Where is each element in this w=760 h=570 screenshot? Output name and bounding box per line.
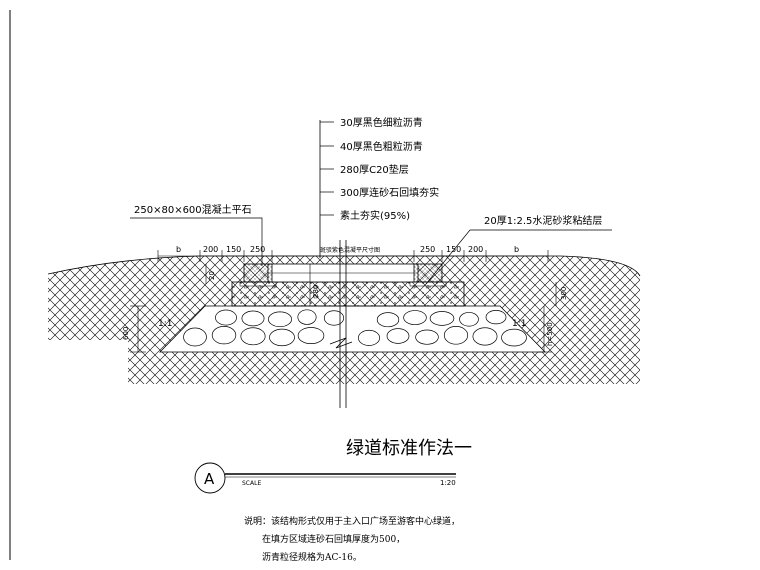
gravel-stone [403, 310, 427, 325]
gravel-stone [183, 327, 207, 347]
dim-200-left: 200 [203, 245, 218, 254]
dim-200-right: 200 [468, 245, 483, 254]
gravel-stone [269, 328, 295, 347]
mortar-label: 20厚1:2.5水泥砂浆粘结层 [484, 214, 602, 227]
side-dimensions [130, 264, 557, 353]
dim-300-right: 300 [560, 287, 568, 300]
layer-label-1: 30厚黑色细粒沥青 [340, 116, 423, 129]
gravel-stone [358, 329, 380, 346]
gravel-stone [211, 326, 237, 345]
drawing-title: 绿道标准作法一 [346, 438, 472, 459]
curb-left [243, 263, 273, 283]
gravel-stone [485, 310, 507, 325]
top-dimension [157, 250, 549, 262]
layer-label-3: 280厚C20垫层 [340, 163, 409, 176]
note-line-2: 在填方区域连砂石回填厚度为500， [262, 535, 406, 545]
gravel-stone [415, 329, 439, 345]
scale-label: SCALE [242, 480, 261, 487]
gravel-stone [297, 309, 317, 325]
mortar-leader [425, 229, 612, 285]
curb-label: 250×80×600混凝土平石 [134, 203, 252, 216]
slope-label-left: 1:1 [158, 319, 172, 329]
gravel-stone [386, 328, 410, 344]
c20-base-layer [231, 281, 465, 307]
note-line-3: 沥青粒径规格为AC-16。 [262, 553, 362, 563]
gravel-stone [376, 312, 400, 328]
dim-b-right: b [514, 245, 519, 254]
detail-bubble [194, 462, 226, 494]
dim-250-right: 250 [420, 245, 435, 254]
gravel-stone [240, 327, 266, 346]
gravel-stone [268, 311, 292, 328]
gravel-stone [323, 310, 345, 326]
center-dim-label: 斑驳紫色混凝平尺寸图 [320, 246, 380, 254]
dim-h500-right: h=500 [546, 322, 554, 346]
dim-150-right: 150 [446, 245, 461, 254]
note-line-1: 说明：该结构形式仅用于主入口广场至游客中心绿道， [244, 517, 461, 527]
scale-value: 1:20 [440, 479, 456, 487]
dim-150-left: 150 [226, 245, 241, 254]
layer-label-2: 40厚黑色粗粒沥青 [340, 140, 423, 153]
gravel-stone [215, 309, 237, 326]
gravel-stone [459, 312, 479, 327]
gravel-stone [241, 310, 265, 327]
gravel-stone [472, 327, 498, 346]
dim-280-center: 280 [312, 285, 320, 298]
dim-600-left: 600 [122, 327, 130, 340]
mortar-left [239, 281, 277, 287]
gravel-stone [297, 327, 325, 344]
gravel-stones [183, 309, 527, 347]
dim-b-left: b [176, 245, 181, 254]
detail-letter: A [204, 470, 215, 488]
layer-label-5: 素土夯实(95%) [340, 209, 410, 222]
gravel-stone [429, 311, 455, 326]
curb-right [413, 263, 443, 283]
layer-leaders [320, 121, 334, 216]
curb-leader [130, 217, 263, 266]
gravel-stone [443, 326, 469, 345]
dim-250-left: 250 [250, 245, 265, 254]
dim-20-left: 20 [208, 271, 216, 280]
slope-label-right: 1:1 [512, 319, 526, 329]
break-mark [329, 337, 353, 349]
layer-label-4: 300厚连砂石回填夯实 [340, 186, 439, 199]
gravel-stone [501, 328, 527, 347]
